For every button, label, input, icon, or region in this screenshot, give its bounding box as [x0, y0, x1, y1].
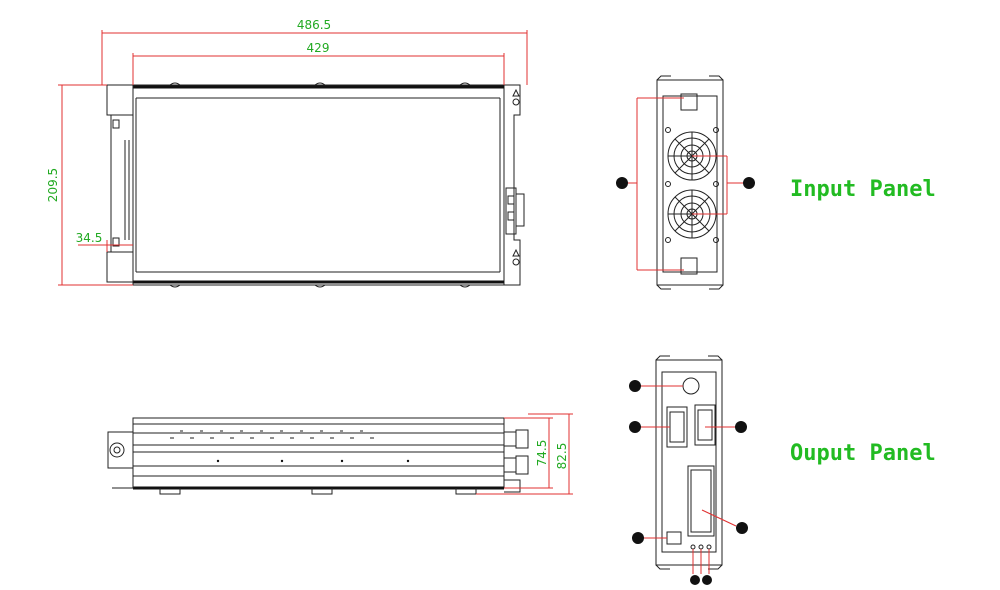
dim-height: 209.5: [46, 84, 133, 286]
input-panel-view: [616, 75, 755, 290]
power-switch: [666, 531, 682, 545]
input-bottom-terminal: [680, 257, 698, 275]
dim-side-outer: 82.5: [476, 413, 573, 495]
callout-marker-led-2: [702, 575, 712, 585]
dim-overall-length: 486.5: [101, 18, 528, 85]
dim-label-height: 209.5: [46, 168, 60, 202]
input-top-terminal: [680, 93, 698, 111]
input-panel-label: Input Panel: [790, 177, 936, 202]
dim-mount-width: 34.5: [76, 231, 133, 252]
side-view-body: [132, 417, 505, 489]
dim-label-side-inner: 74.5: [535, 440, 549, 467]
dim-body-length: 429: [132, 41, 505, 85]
output-panel-label: Ouput Panel: [790, 441, 936, 466]
right-end-plate: [504, 84, 525, 286]
output-panel-body: [655, 359, 723, 566]
ac-outlet-right: [694, 404, 716, 446]
dim-label-overall-length: 486.5: [297, 18, 331, 32]
output-panel-view: [629, 355, 748, 585]
dim-side-inner: 74.5: [504, 417, 553, 489]
dim-label-mount-width: 34.5: [76, 231, 103, 245]
panel-screws: [665, 127, 719, 243]
callout-marker-switch: [632, 532, 644, 544]
indicator-leds: [690, 544, 712, 550]
callout-marker-ground: [629, 380, 641, 392]
callout-marker-outlet-right: [735, 421, 747, 433]
dim-label-side-outer: 82.5: [555, 443, 569, 470]
top-view-body: [132, 84, 505, 286]
callout-marker-outlet-left: [629, 421, 641, 433]
left-mounting-bracket: [106, 84, 134, 283]
side-view: 74.5 82.5: [107, 413, 573, 495]
display-window: [687, 465, 715, 537]
vent-hole-row: [170, 430, 410, 463]
callout-marker-led-1: [690, 575, 700, 585]
input-panel-body: [656, 79, 724, 286]
top-view: 486.5 429 209.5 34.5: [46, 18, 528, 288]
ground-lug: [107, 431, 134, 489]
callout-marker-display: [736, 522, 748, 534]
ground-stud: [682, 377, 700, 395]
dim-label-body-length: 429: [307, 41, 330, 55]
callout-marker-input-terminals: [616, 177, 628, 189]
callout-marker-fans: [743, 177, 755, 189]
side-terminals: [503, 429, 529, 493]
